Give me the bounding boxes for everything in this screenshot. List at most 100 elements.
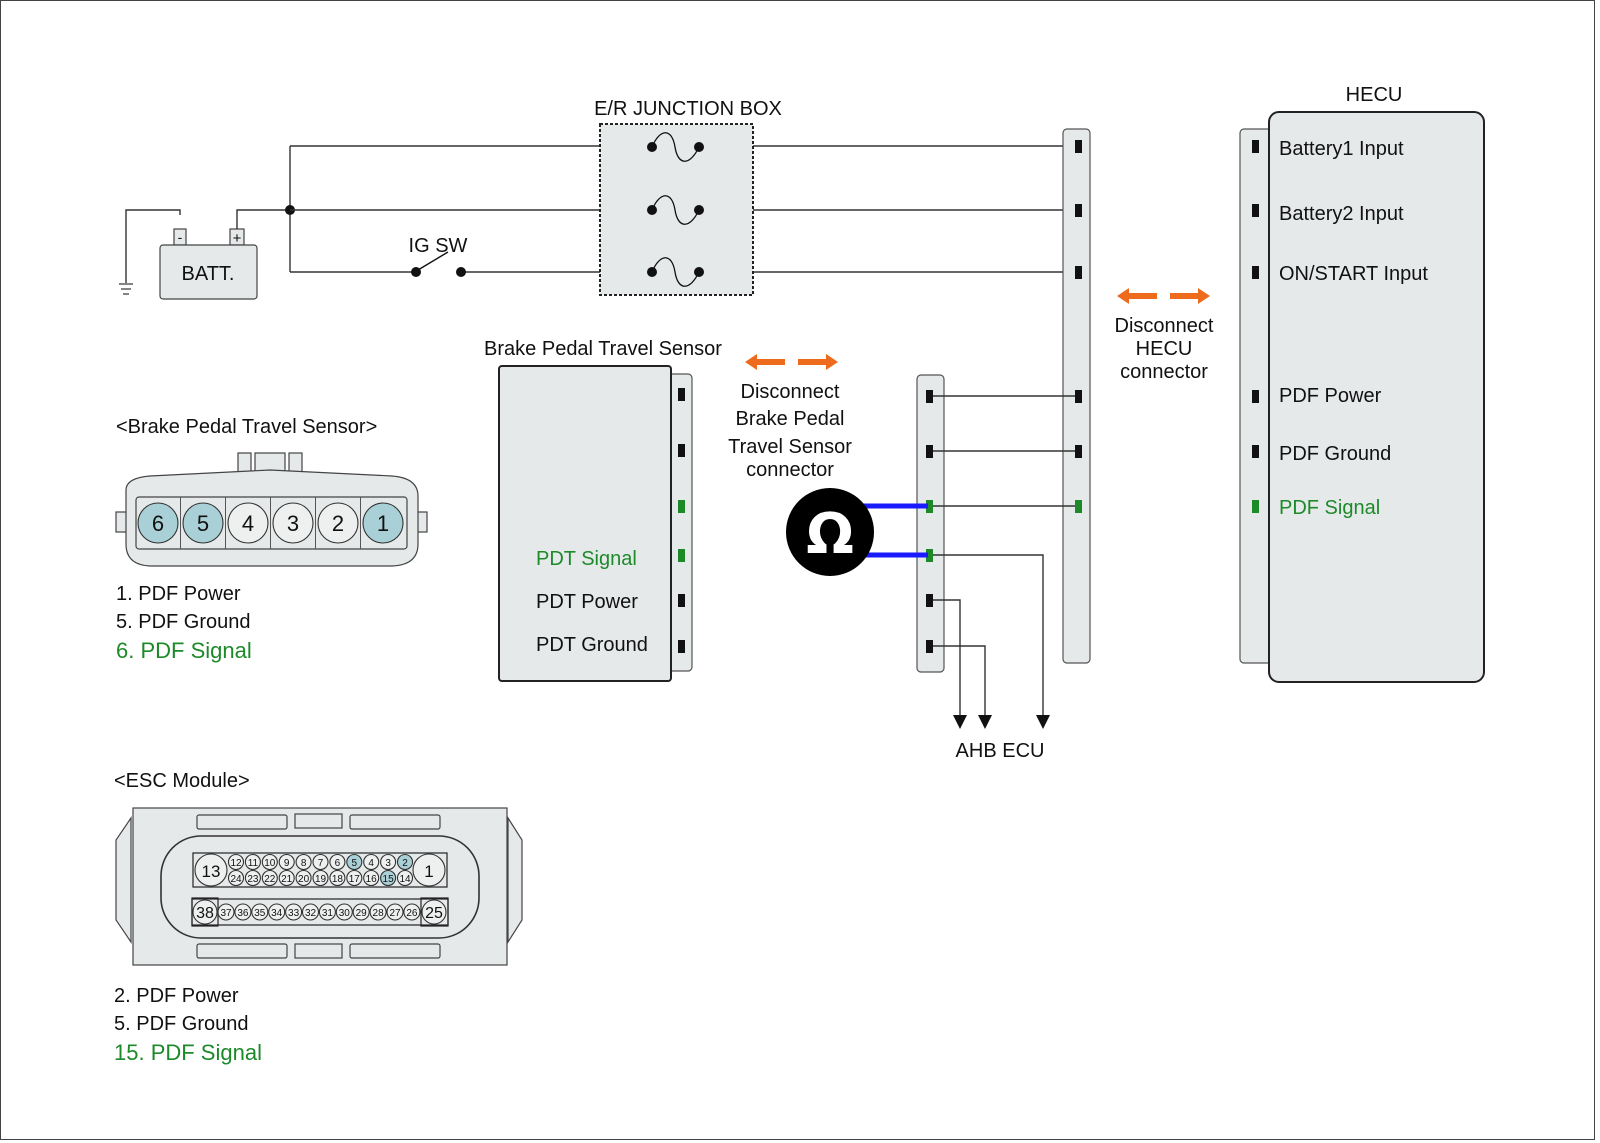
esc-cavity-21 xyxy=(278,869,295,887)
svg-text:25: 25 xyxy=(425,905,443,922)
esc-cavity-35 xyxy=(251,903,269,921)
svg-text:31: 31 xyxy=(322,908,334,919)
svg-text:5: 5 xyxy=(352,858,358,869)
svg-text:15: 15 xyxy=(383,874,395,885)
esc-legend-pdf-power: 2. PDF Power xyxy=(114,985,239,1007)
esc-cavity-37 xyxy=(217,903,235,921)
svg-text:6: 6 xyxy=(335,858,341,869)
svg-text:26: 26 xyxy=(406,908,418,919)
esc-cavity-32 xyxy=(301,903,320,921)
esc-legend-pdf-ground: 5. PDF Ground xyxy=(114,1013,249,1035)
esc-cavity-25 xyxy=(421,899,447,925)
bpts-cavity-label: 4 xyxy=(242,511,254,536)
esc-cavity-23 xyxy=(244,869,261,887)
disconnect-hecu-note: Disconnect HECU connector xyxy=(1115,315,1214,383)
esc-connector-title: <ESC Module> xyxy=(114,770,250,792)
svg-text:22: 22 xyxy=(264,874,276,885)
esc-cavity-16 xyxy=(363,869,380,887)
svg-text:35: 35 xyxy=(254,908,266,919)
battery: - + BATT. xyxy=(119,209,290,300)
svg-text:20: 20 xyxy=(298,874,310,885)
hecu-pin-pdf-signal: PDF Signal xyxy=(1279,497,1380,519)
battery-minus-sign: - xyxy=(178,229,183,245)
svg-text:17: 17 xyxy=(349,874,361,885)
esc-cavity-34 xyxy=(268,903,286,921)
esc-cavity-27 xyxy=(386,903,404,921)
svg-text:36: 36 xyxy=(237,908,249,919)
esc-connector-legend: 2. PDF Power 5. PDF Ground 15. PDF Signa… xyxy=(114,985,262,1065)
battery-positive-wire xyxy=(236,209,290,229)
esc-cavity-14 xyxy=(396,869,414,887)
ohm-symbol: Ω xyxy=(806,502,854,567)
bpts-connector-title: <Brake Pedal Travel Sensor> xyxy=(116,416,377,438)
bpts-cavity-6 xyxy=(137,502,179,544)
svg-text:23: 23 xyxy=(247,874,259,885)
svg-text:30: 30 xyxy=(339,908,351,919)
svg-text:Travel Sensor: Travel Sensor xyxy=(728,436,852,458)
esc-cavity-30 xyxy=(335,903,353,921)
svg-text:10: 10 xyxy=(264,858,276,869)
svg-text:8: 8 xyxy=(301,858,307,869)
ahb-ecu-label: AHB ECU xyxy=(956,740,1045,762)
esc-cavity-33 xyxy=(285,903,303,921)
esc-cavity-19 xyxy=(312,869,329,887)
esc-cavity-7 xyxy=(312,853,329,871)
bpts-cavity-label: 3 xyxy=(287,511,299,536)
svg-text:13: 13 xyxy=(202,862,221,881)
bpts-legend-pdf-power: 1. PDF Power xyxy=(116,583,241,605)
disconnect-bpts-arrows-icon xyxy=(745,354,838,370)
bpts-title: Brake Pedal Travel Sensor xyxy=(484,338,722,360)
svg-text:34: 34 xyxy=(271,908,283,919)
junction-box-title: E/R JUNCTION BOX xyxy=(594,98,782,120)
svg-text:2: 2 xyxy=(402,858,408,869)
bpts-legend-pdf-signal: 6. PDF Signal xyxy=(116,638,252,663)
battery-plus-sign: + xyxy=(233,230,242,247)
svg-text:Disconnect: Disconnect xyxy=(1115,315,1214,337)
bpts-component: Brake Pedal Travel Sensor PDT Signal PDT… xyxy=(484,338,722,682)
esc-cavity-15 xyxy=(380,869,397,887)
esc-cavity-9 xyxy=(278,853,295,871)
bpts-cavity-label: 2 xyxy=(332,511,344,536)
bpts-cavity-5 xyxy=(182,502,224,544)
esc-cavity-36 xyxy=(234,903,252,921)
hecu-pin-pdf-ground: PDF Ground xyxy=(1279,443,1391,465)
ig-switch-label: IG SW xyxy=(409,235,468,257)
esc-cavity-8 xyxy=(295,853,312,871)
svg-text:19: 19 xyxy=(315,874,327,885)
ground-icon xyxy=(119,283,133,295)
bpts-cavity-label: 6 xyxy=(152,511,164,536)
esc-cavity-5 xyxy=(346,853,363,871)
esc-cavity-18 xyxy=(329,869,346,887)
svg-text:Brake Pedal: Brake Pedal xyxy=(736,408,845,430)
esc-cavity-6 xyxy=(329,853,346,871)
svg-text:38: 38 xyxy=(196,905,214,922)
bpts-cavity-label: 1 xyxy=(377,511,389,536)
feed-wires xyxy=(285,145,1075,273)
bpts-pin-pdt-ground: PDT Ground xyxy=(536,634,648,656)
junction-box-outline xyxy=(599,123,754,296)
svg-text:18: 18 xyxy=(332,874,344,885)
esc-legend-pdf-signal: 15. PDF Signal xyxy=(114,1040,262,1065)
hecu-pin-battery1: Battery1 Input xyxy=(1279,138,1404,160)
disconnect-hecu-arrows-icon xyxy=(1117,288,1210,304)
svg-text:37: 37 xyxy=(220,908,232,919)
hecu-pin-pdf-power: PDF Power xyxy=(1279,385,1382,407)
svg-text:3: 3 xyxy=(385,858,391,869)
svg-text:33: 33 xyxy=(288,908,300,919)
svg-text:14: 14 xyxy=(399,874,411,885)
svg-text:9: 9 xyxy=(284,858,290,869)
ohm-icon xyxy=(786,488,874,576)
bpts-legend-pdf-ground: 5. PDF Ground xyxy=(116,611,251,633)
esc-cavity-22 xyxy=(261,869,278,887)
bpts-cavity-label: 5 xyxy=(197,511,209,536)
ground-wire xyxy=(125,209,181,283)
esc-cavity-26 xyxy=(403,903,421,921)
fuse-2-icon xyxy=(647,195,704,225)
svg-text:27: 27 xyxy=(389,908,401,919)
svg-text:4: 4 xyxy=(368,858,374,869)
ig-switch: IG SW xyxy=(409,235,468,277)
esc-cavity-20 xyxy=(295,869,312,887)
